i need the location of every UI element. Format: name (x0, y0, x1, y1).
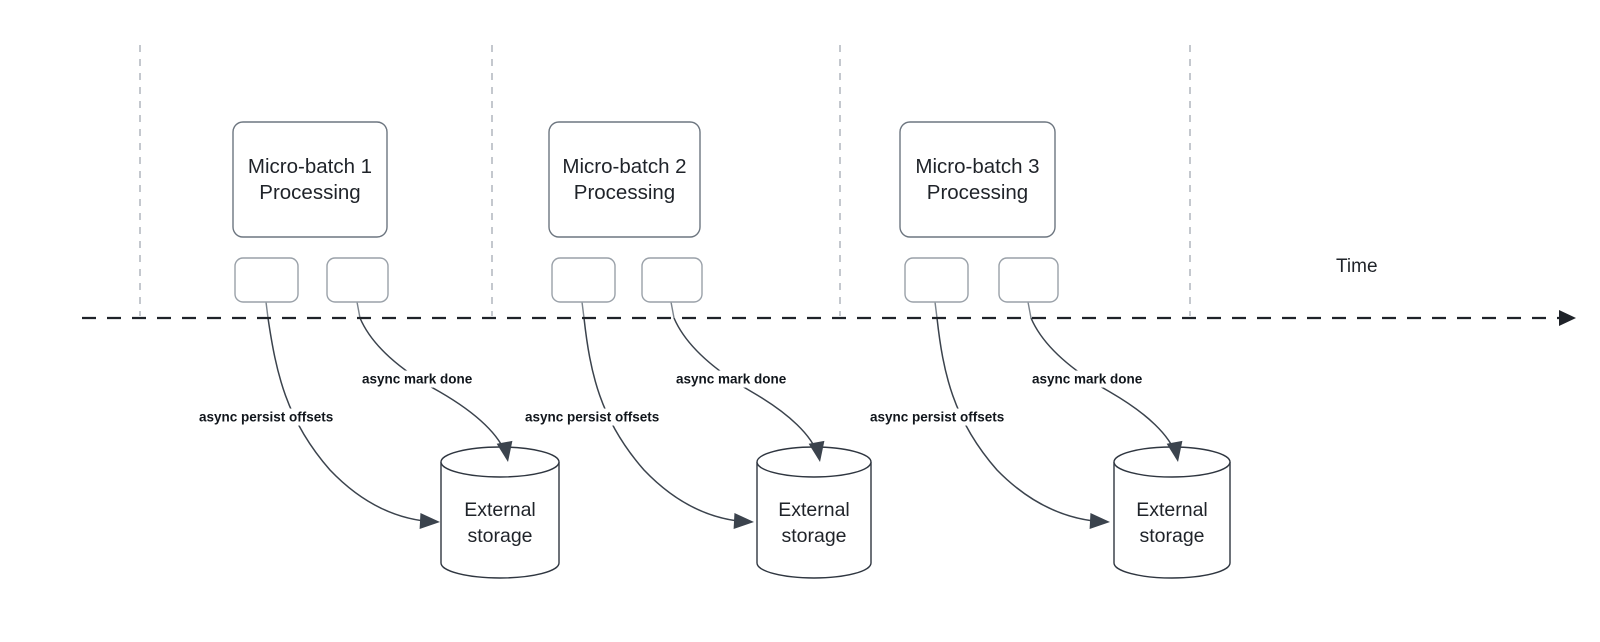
flow-curve-layer (265, 301, 1177, 523)
micro-batch-process-label-line1: Micro-batch 1 (248, 155, 372, 178)
external-storage-label-line2: storage (467, 525, 532, 547)
async-persist-offsets-edge-arrow-head (419, 512, 440, 529)
persist-task-box[interactable] (551, 257, 616, 303)
external-storage-label-line1: External (778, 499, 850, 521)
async-mark-done-edge-arrow-head (1166, 440, 1183, 462)
async-persist-offsets-edge-stem (265, 301, 269, 319)
async-persist-offsets-edge-arrow-head (1089, 512, 1110, 529)
async-mark-done-edge-label: async mark done (362, 372, 473, 387)
mark-done-task-box[interactable] (326, 257, 389, 303)
async-persist-offsets-edge-stem (934, 301, 938, 319)
external-storage-cylinder-body[interactable] (756, 462, 872, 579)
async-mark-done-edge-path (673, 317, 819, 456)
micro-batch-process-label-line2: Processing (259, 181, 360, 204)
async-mark-done-edge-stem (1027, 301, 1032, 319)
async-persist-offsets-edge-label: async persist offsets (525, 410, 659, 425)
async-persist-offsets-edge-label-backdrop (522, 408, 663, 426)
micro-batch-process-label-line2: Processing (574, 181, 675, 204)
async-mark-done-edge-path (359, 317, 507, 456)
async-persist-offsets-edge-path (583, 317, 751, 523)
async-mark-done-edge-arrow-head (496, 440, 513, 462)
external-storage-label-line2: storage (781, 525, 846, 547)
timeline-arrow-head (1559, 310, 1576, 326)
time-axis-label: Time (1336, 256, 1378, 277)
edge-label-layer: async persist offsets async mark done asyn… (196, 370, 1146, 426)
async-mark-done-edge-stem (356, 301, 361, 319)
external-storage-cylinder-body[interactable] (1113, 462, 1231, 579)
external-storage-cylinder-top (440, 446, 560, 478)
micro-batch-process-label-line1: Micro-batch 3 (915, 155, 1039, 178)
async-mark-done-edge-label: async mark done (1032, 372, 1143, 387)
axis-label-layer: Time (1336, 256, 1378, 277)
mark-done-task-box[interactable] (998, 257, 1059, 303)
timeline-layer (82, 310, 1576, 326)
async-persist-offsets-edge-label-backdrop (196, 408, 337, 426)
external-storage-label-line2: storage (1139, 525, 1204, 547)
async-mark-done-edge-label-backdrop (1029, 370, 1146, 388)
async-persist-offsets-edge-label: async persist offsets (199, 410, 333, 425)
async-mark-done-edge-arrow-head (808, 440, 825, 462)
async-persist-offsets-edge-path (936, 317, 1107, 523)
mark-done-task-box[interactable] (641, 257, 703, 303)
async-mark-done-edge-path (1030, 317, 1177, 456)
micro-batch-process-box[interactable] (899, 121, 1056, 238)
divider-layer (139, 45, 1191, 316)
async-persist-offsets-edge-arrow-head (733, 512, 754, 529)
async-persist-offsets-edge-stem (581, 301, 585, 319)
async-mark-done-edge-label: async mark done (676, 372, 787, 387)
persist-task-box[interactable] (234, 257, 299, 303)
external-storage-label-line1: External (464, 499, 536, 521)
async-persist-offsets-edge-label: async persist offsets (870, 410, 1004, 425)
external-storage-cylinder-body[interactable] (440, 462, 560, 579)
micro-batch-process-box[interactable] (232, 121, 388, 238)
async-persist-offsets-edge-label-backdrop (867, 408, 1008, 426)
external-storage-label-line1: External (1136, 499, 1208, 521)
async-persist-offsets-edge-path (267, 317, 437, 523)
persist-task-box[interactable] (904, 257, 969, 303)
async-mark-done-edge-label-backdrop (673, 370, 790, 388)
arrow-head-layer (419, 440, 1183, 529)
async-mark-done-edge-label-backdrop (359, 370, 476, 388)
micro-batch-process-label-line1: Micro-batch 2 (562, 155, 686, 178)
micro-batch-process-label-line2: Processing (927, 181, 1028, 204)
async-mark-done-edge-stem (670, 301, 675, 319)
micro-batch-process-box[interactable] (548, 121, 701, 238)
